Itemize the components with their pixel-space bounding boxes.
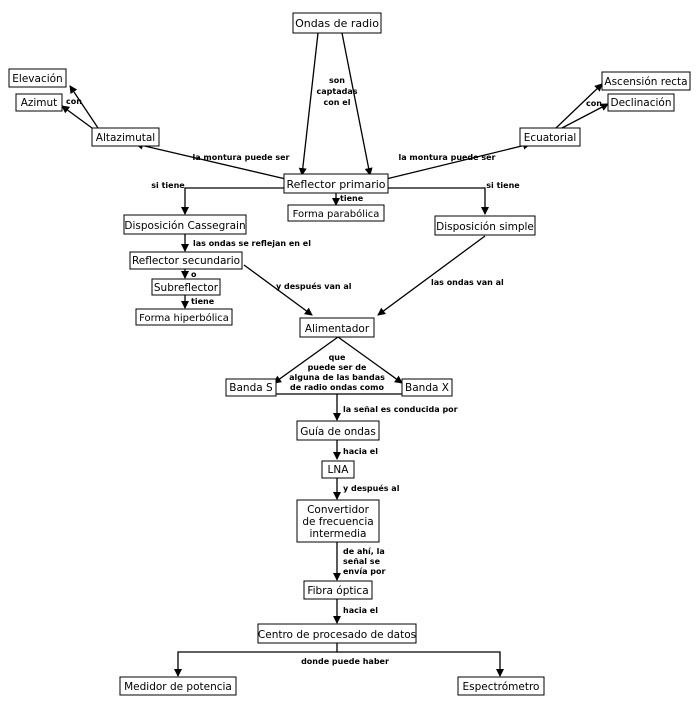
edge-reflector-cassegrain bbox=[181, 187, 292, 215]
node-alimentador-text: Alimentador bbox=[305, 323, 370, 335]
node-altazimutal: Altazimutal bbox=[91, 127, 160, 147]
node-bandas: Banda S bbox=[225, 378, 277, 397]
edge-altazimutal-azimut bbox=[61, 105, 93, 129]
edge-simple-alimentador bbox=[377, 235, 486, 316]
label-hacia-2: hacia el bbox=[343, 606, 378, 615]
label-hacia-1: hacia el bbox=[343, 447, 378, 456]
node-convertidor-text-2: de frecuencia bbox=[302, 516, 373, 528]
node-subreflector-text: Subreflector bbox=[154, 282, 219, 294]
node-declinacion: Declinación bbox=[607, 93, 675, 112]
node-medidor-text: Medidor de potencia bbox=[124, 681, 232, 693]
edges bbox=[61, 32, 609, 677]
node-reflector-text: Reflector primario bbox=[286, 178, 385, 191]
label-captadas-2: captadas bbox=[317, 87, 358, 96]
node-guia: Guía de ondas bbox=[296, 420, 380, 441]
edge-alimentador-bandax bbox=[337, 336, 403, 384]
edge-alimentador-bandas bbox=[273, 336, 339, 384]
node-ascension: Ascensión recta bbox=[601, 71, 691, 91]
node-elevacion-text: Elevación bbox=[12, 73, 62, 85]
node-cassegrain: Disposición Cassegrain bbox=[123, 214, 247, 235]
label-montura-right: la montura puede ser bbox=[398, 153, 495, 162]
label-envia-3: envía por bbox=[343, 567, 385, 576]
node-fibra-text: Fibra óptica bbox=[307, 585, 368, 597]
node-ecuatorial-text: Ecuatorial bbox=[524, 132, 577, 144]
node-ecuatorial: Ecuatorial bbox=[519, 127, 581, 147]
node-convertidor-text-1: Convertidor bbox=[307, 504, 370, 516]
label-envia-2: señal se bbox=[343, 557, 381, 566]
node-medidor: Medidor de potencia bbox=[119, 676, 237, 696]
edge-ondas-reflector-2 bbox=[341, 32, 373, 176]
node-centro-text: Centro de procesado de datos bbox=[258, 629, 416, 641]
node-hiperbolica: Forma hiperbólica bbox=[135, 308, 233, 326]
label-puede-haber: donde puede haber bbox=[301, 657, 389, 666]
node-azimut: Azimut bbox=[15, 93, 63, 112]
node-subreflector: Subreflector bbox=[151, 278, 221, 296]
node-azimut-text: Azimut bbox=[21, 97, 58, 109]
label-bandas-q-4: de radio ondas como bbox=[290, 383, 384, 392]
label-envia-1: de ahí, la bbox=[343, 547, 385, 556]
node-declinacion-text: Declinación bbox=[610, 97, 671, 109]
label-bandas-q-2: puede ser de bbox=[308, 363, 367, 372]
label-si-tiene-right: si tiene bbox=[486, 181, 520, 190]
node-guia-text: Guía de ondas bbox=[300, 426, 376, 438]
label-tiene-parabolica: tiene bbox=[340, 194, 364, 203]
edge-altazimutal-elevacion bbox=[69, 85, 99, 129]
node-reflector: Reflector primario bbox=[283, 173, 389, 194]
label-bandas-q-3: alguna de las bandas bbox=[289, 373, 385, 382]
node-hiperbolica-text: Forma hiperbólica bbox=[139, 312, 229, 324]
node-altazimutal-text: Altazimutal bbox=[96, 132, 155, 144]
node-espectrometro-text: Espectrómetro bbox=[463, 681, 540, 693]
node-fibra: Fibra óptica bbox=[303, 580, 373, 600]
label-con-left: con bbox=[66, 97, 82, 106]
label-reflejan: las ondas se reflejan en el bbox=[193, 239, 311, 248]
label-ondas-van: las ondas van al bbox=[431, 278, 504, 287]
label-despues-al: y después al bbox=[343, 483, 400, 493]
label-si-tiene-left: si tiene bbox=[151, 181, 185, 190]
edge-reflector-altazimutal bbox=[135, 141, 291, 181]
node-simple: Disposición simple bbox=[434, 215, 536, 236]
node-bandax: Banda X bbox=[401, 378, 453, 397]
node-parabolica-text: Forma parabólica bbox=[293, 208, 380, 220]
node-ondas-text: Ondas de radio bbox=[295, 17, 379, 30]
node-espectrometro: Espectrómetro bbox=[457, 676, 545, 696]
node-secundario-text: Reflector secundario bbox=[132, 255, 240, 267]
edge-secundario-alimentador bbox=[243, 264, 313, 316]
label-captadas-1: son bbox=[329, 76, 345, 85]
edge-ecuatorial-declinacion bbox=[561, 103, 609, 129]
node-bandas-text: Banda S bbox=[229, 382, 273, 394]
node-convertidor: Convertidor de frecuencia intermedia bbox=[296, 499, 380, 543]
label-montura-left: la montura puede ser bbox=[192, 153, 289, 162]
node-centro: Centro de procesado de datos bbox=[257, 623, 417, 644]
label-con-right: con bbox=[586, 99, 602, 108]
node-lna-text: LNA bbox=[328, 464, 350, 476]
label-captadas-3: con el bbox=[324, 98, 351, 107]
node-lna: LNA bbox=[321, 460, 355, 479]
node-cassegrain-text: Disposición Cassegrain bbox=[124, 220, 245, 232]
label-bandas-q-1: que bbox=[329, 353, 346, 362]
edge-ecuatorial-ascension bbox=[555, 83, 603, 129]
edge-centro-espectrometro bbox=[337, 651, 504, 677]
label-conducida: la señal es conducida por bbox=[343, 405, 458, 414]
node-secundario: Reflector secundario bbox=[129, 251, 243, 270]
node-alimentador: Alimentador bbox=[299, 317, 375, 338]
label-despues-van: y después van al bbox=[276, 281, 352, 291]
node-ascension-text: Ascensión recta bbox=[604, 76, 687, 88]
label-tiene-hiperbolica: tiene bbox=[191, 297, 215, 306]
edge-reflector-simple bbox=[384, 187, 489, 215]
edge-centro-medidor bbox=[174, 643, 338, 677]
node-convertidor-text-3: intermedia bbox=[310, 528, 367, 540]
node-bandax-text: Banda X bbox=[405, 382, 449, 394]
node-ondas: Ondas de radio bbox=[292, 12, 382, 34]
label-o: o bbox=[191, 270, 197, 279]
edge-reflector-ecuatorial bbox=[381, 141, 531, 181]
node-parabolica: Forma parabólica bbox=[287, 204, 385, 222]
edge-labels: son captadas con el con con la montura p… bbox=[66, 76, 602, 666]
node-elevacion: Elevación bbox=[8, 68, 67, 88]
edge-ondas-reflector-1 bbox=[298, 32, 319, 176]
node-simple-text: Disposición simple bbox=[436, 221, 534, 233]
